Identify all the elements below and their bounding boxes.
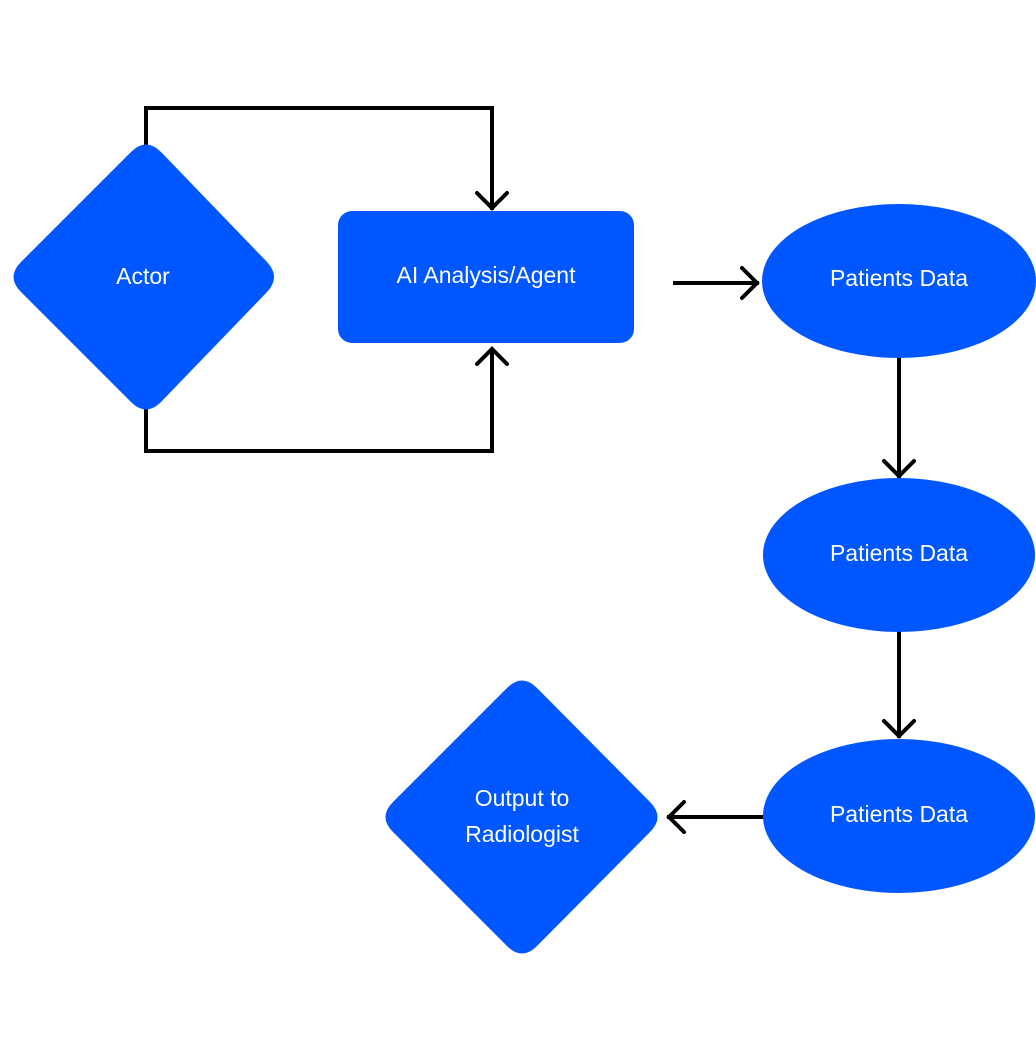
- edge-patients-data-2-to-3: [882, 630, 916, 739]
- arrowhead-down: [475, 191, 509, 211]
- arrowhead-down: [882, 719, 916, 739]
- arrowhead-down: [882, 459, 916, 479]
- actor-label: Actor: [116, 263, 170, 289]
- connectors: [144, 106, 916, 834]
- arrowhead-left: [666, 800, 686, 834]
- node-patients-data-1[interactable]: Patients Data: [762, 204, 1036, 358]
- ai-agent-rectangle: [338, 211, 634, 343]
- edge-patients-data-1-to-2: [882, 356, 916, 479]
- arrowhead-right: [740, 266, 760, 300]
- patients-data-3-label: Patients Data: [830, 801, 968, 827]
- patients-data-1-ellipse: [762, 204, 1036, 358]
- edge-ai-to-patients-data-1: [673, 266, 760, 300]
- output-label-line-1: Output to: [475, 785, 570, 811]
- node-actor[interactable]: Actor: [13, 144, 275, 410]
- output-diamond: [385, 680, 658, 954]
- patients-data-2-label: Patients Data: [830, 540, 968, 566]
- actor-diamond: [13, 144, 274, 410]
- node-ai-analysis-agent[interactable]: AI Analysis/Agent: [338, 211, 634, 343]
- patients-data-1-label: Patients Data: [830, 265, 968, 291]
- output-label-line-2: Radiologist: [465, 821, 579, 847]
- patients-data-2-ellipse: [763, 478, 1035, 632]
- edge-actor-to-ai-top: [144, 106, 509, 211]
- arrowhead-up: [475, 346, 509, 366]
- ai-agent-label: AI Analysis/Agent: [397, 262, 577, 288]
- node-patients-data-3[interactable]: Patients Data: [763, 739, 1035, 893]
- edge-actor-to-ai-bottom: [144, 346, 509, 453]
- node-patients-data-2[interactable]: Patients Data: [763, 478, 1035, 632]
- node-output-to-radiologist[interactable]: Output to Radiologist: [385, 680, 658, 954]
- edge-patients-data-3-to-output: [666, 800, 765, 834]
- patients-data-3-ellipse: [763, 739, 1035, 893]
